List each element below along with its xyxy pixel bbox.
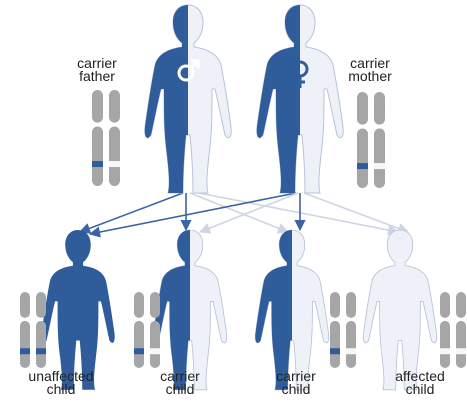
arrow-mother-to-child-1 bbox=[90, 193, 296, 234]
arrow-mother-to-child-4 bbox=[304, 193, 408, 232]
mother-chromosome-2 bbox=[374, 92, 385, 188]
child-2-chromosome-1 bbox=[134, 292, 144, 368]
child-3-chromosome-1 bbox=[330, 292, 340, 368]
child-4-chromosome-2 bbox=[456, 292, 466, 368]
father-chromosome-1 bbox=[92, 90, 103, 186]
child-4-chromosome-1 bbox=[440, 292, 450, 368]
child-1-chromosome-2 bbox=[36, 292, 46, 368]
child-1-figure bbox=[41, 230, 114, 390]
arrow-father-to-child-4 bbox=[194, 192, 398, 232]
mother-figure bbox=[257, 5, 343, 193]
arrow-mother-to-child-2 bbox=[200, 193, 298, 232]
child-2-chromosome-2 bbox=[150, 292, 160, 368]
child-1-chromosome-1 bbox=[20, 292, 30, 368]
father-chromosome-2 bbox=[109, 90, 120, 186]
child-4-figure bbox=[363, 230, 436, 390]
arrow-father-to-child-3 bbox=[190, 193, 288, 232]
inheritance-arrows bbox=[80, 192, 408, 234]
child-3-figure bbox=[255, 230, 328, 390]
father-figure bbox=[145, 5, 231, 193]
child-3-chromosome-2 bbox=[346, 292, 356, 368]
mother-chromosome-1 bbox=[357, 92, 368, 188]
child-2-figure bbox=[153, 230, 226, 390]
